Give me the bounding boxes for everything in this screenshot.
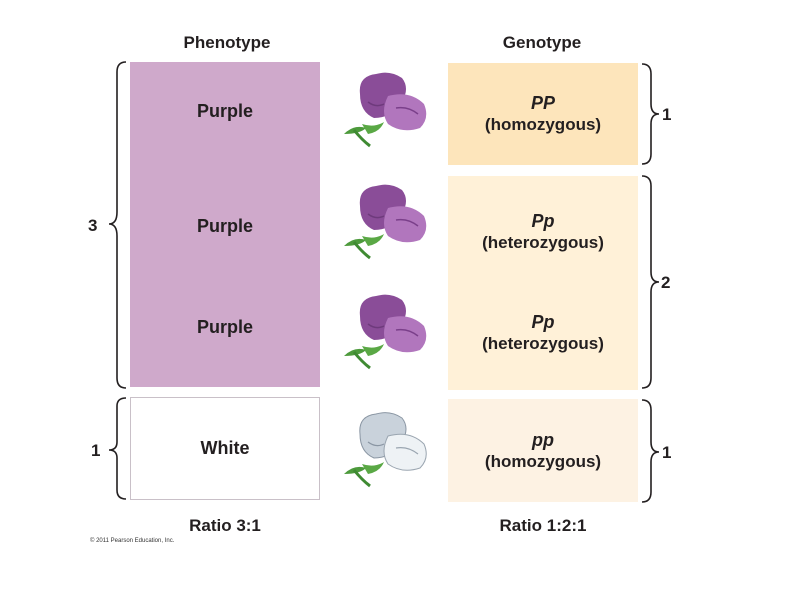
genotype-braces — [641, 63, 660, 503]
genotype-box-1: PP (homozygous) — [448, 63, 638, 165]
genotype-box-2 — [448, 176, 638, 390]
brace-left-1 — [108, 397, 127, 500]
purple-flower-icon — [344, 294, 427, 370]
phenotype-count-3: 3 — [88, 216, 98, 235]
genotype-symbol-4: pp — [532, 429, 554, 450]
phenotype-label-4: White — [200, 438, 250, 458]
genotype-desc-3: (heterozygous) — [482, 334, 604, 353]
brace-right-1a — [641, 63, 660, 165]
brace-left-3 — [108, 61, 127, 389]
genotype-ratio: Ratio 1:2:1 — [499, 516, 587, 535]
phenotype-purple-block — [130, 62, 320, 387]
genotype-entry-2: Pp (heterozygous) — [448, 210, 638, 254]
genotype-desc-2: (heterozygous) — [482, 233, 604, 252]
purple-flower-icon — [344, 72, 427, 148]
genotype-count-1b: 1 — [662, 443, 672, 462]
genotype-box-4: pp (homozygous) — [448, 399, 638, 502]
brace-right-1b — [641, 399, 660, 503]
phenotype-header: Phenotype — [183, 33, 271, 52]
genotype-desc-4: (homozygous) — [484, 451, 602, 471]
phenotype-braces — [108, 61, 127, 500]
phenotype-ratio: Ratio 3:1 — [189, 516, 261, 535]
genotype-symbol-2: Pp — [531, 211, 555, 231]
white-flower-icon — [344, 412, 427, 488]
phenotype-label-3: Purple — [196, 317, 253, 337]
genotype-count-2: 2 — [661, 273, 671, 292]
phenotype-white-block — [130, 397, 320, 500]
genotype-symbol-3: Pp — [531, 312, 555, 332]
genotype-header: Genotype — [502, 33, 582, 52]
phenotype-label-1: Purple — [196, 101, 253, 121]
genotype-entry-3: Pp (heterozygous) — [448, 311, 638, 355]
brace-right-2 — [641, 175, 660, 389]
copyright-notice: © 2011 Pearson Education, Inc. — [90, 538, 175, 544]
phenotype-count-1: 1 — [91, 441, 101, 460]
phenotype-label-2: Purple — [196, 216, 253, 236]
purple-flower-icon — [344, 184, 427, 260]
genotype-count-1a: 1 — [662, 105, 672, 124]
genotype-desc-1: (homozygous) — [484, 115, 602, 134]
genotype-symbol-1: PP — [530, 93, 555, 113]
